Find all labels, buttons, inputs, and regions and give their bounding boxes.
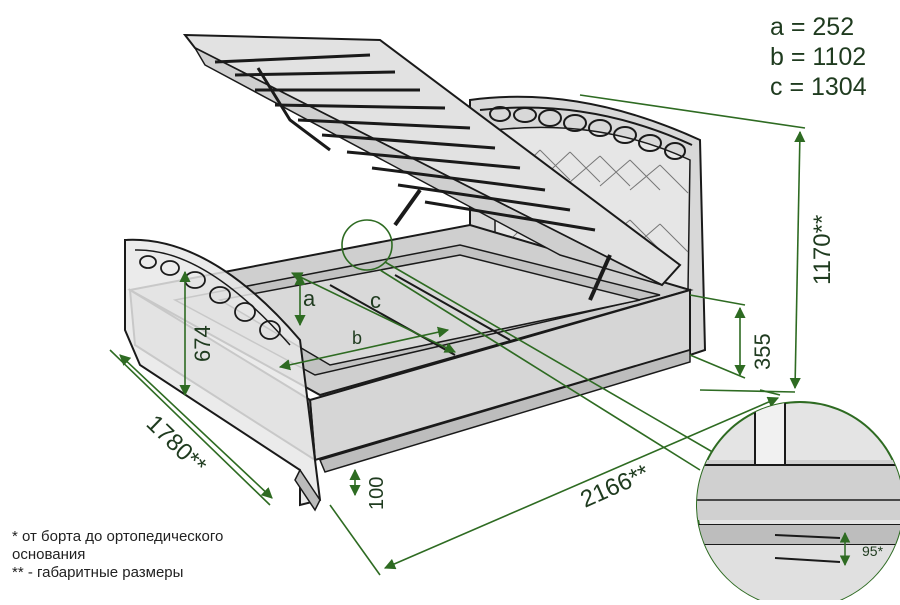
legend-b: b = 1102 <box>770 43 867 71</box>
detail-magnifier <box>696 401 900 605</box>
label-2166: 2166** <box>576 459 653 513</box>
label-1780: 1780** <box>141 410 212 479</box>
label-a: a <box>303 286 316 311</box>
dimension-legend: a = 252 b = 1102 c = 1304 <box>770 12 867 102</box>
label-100: 100 <box>366 477 388 510</box>
lifted-slatted-base <box>182 33 682 301</box>
note-line-2: основания <box>12 546 86 563</box>
note-line-1: * от борта до ортопедического <box>12 528 224 545</box>
headboard-rings <box>489 106 686 160</box>
dimension-lines <box>109 94 806 576</box>
label-674: 674 <box>190 325 215 362</box>
label-95: 95* <box>862 543 884 559</box>
label-c: c <box>370 288 381 313</box>
footnotes: * от борта до ортопедического основания … <box>12 528 223 582</box>
legend-a: a = 252 <box>770 13 855 41</box>
label-355: 355 <box>750 333 775 370</box>
label-b: b <box>352 328 362 348</box>
note-line-3: ** - габаритные размеры <box>12 564 184 581</box>
label-1170: 1170** <box>809 215 836 285</box>
legend-c: c = 1304 <box>770 73 867 101</box>
